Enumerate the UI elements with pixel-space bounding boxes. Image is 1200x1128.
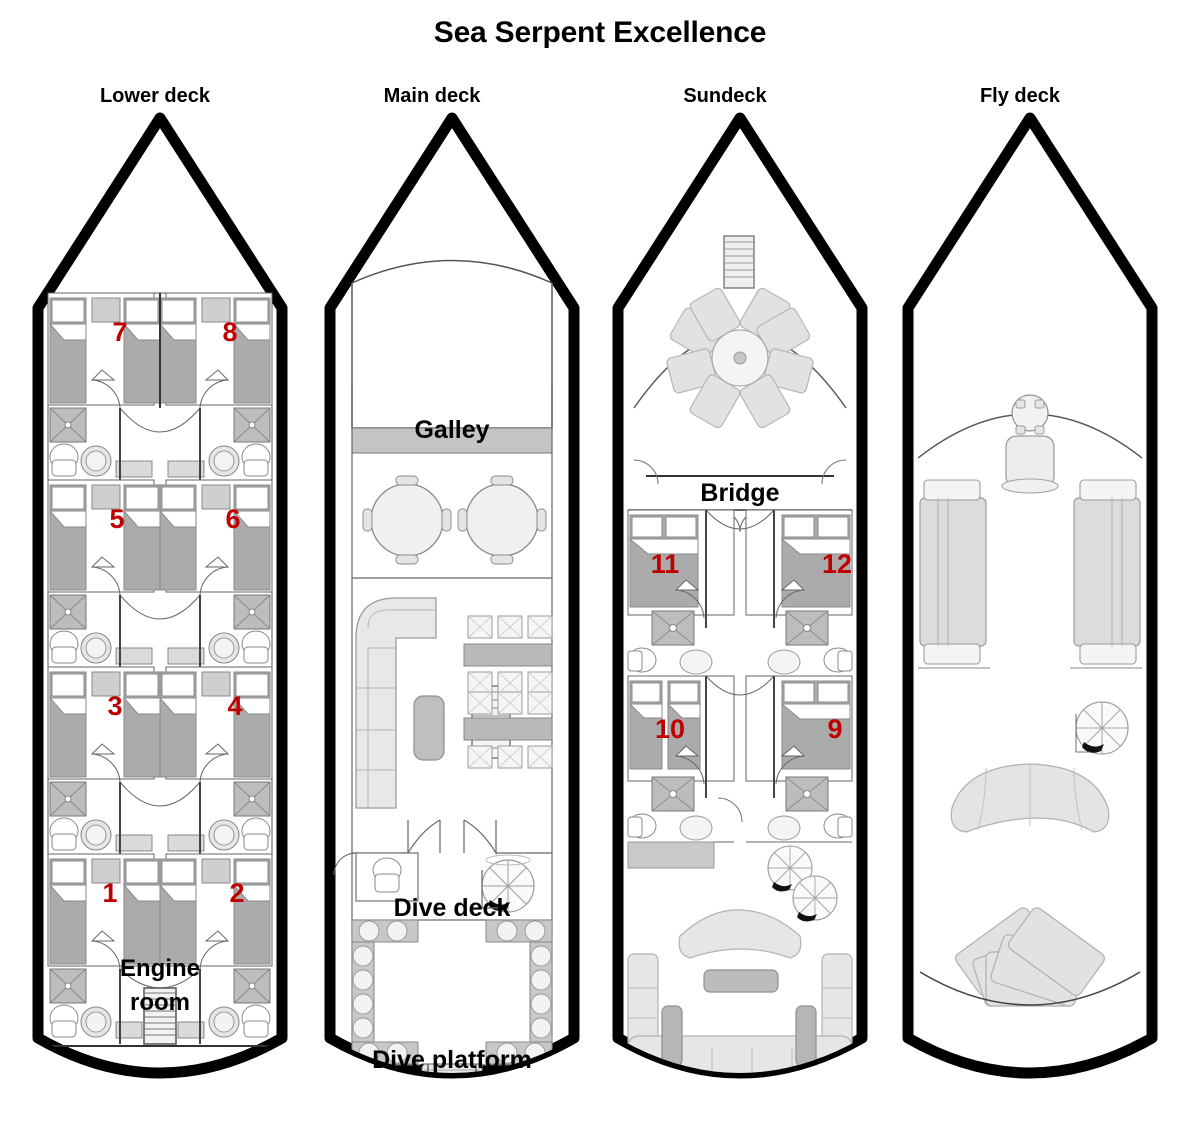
cabin-number-6: 6 xyxy=(225,504,240,534)
cabin-number-10: 10 xyxy=(655,714,685,744)
stairs-icon xyxy=(143,987,177,1045)
v-sofa[interactable] xyxy=(953,906,1106,1008)
sun-lounger-starboard[interactable] xyxy=(1070,479,1142,669)
cabin-2[interactable] xyxy=(158,853,273,970)
spiral-stair-icon[interactable] xyxy=(1075,701,1129,755)
cabin-number-8: 8 xyxy=(222,317,237,347)
dining-table-port[interactable] xyxy=(362,475,452,565)
bow-ladder-icon[interactable] xyxy=(723,235,755,289)
cabin-4[interactable] xyxy=(158,666,273,783)
aft-table-starboard xyxy=(795,1005,817,1067)
room-label-dive-deck: Dive deck xyxy=(394,894,511,922)
galley-room[interactable] xyxy=(351,259,553,454)
curved-bench[interactable] xyxy=(950,763,1110,833)
dive-deck-area[interactable] xyxy=(351,919,553,1104)
cabin-9[interactable] xyxy=(745,675,853,785)
dive-ladder xyxy=(421,1063,483,1073)
spiral-stair-icon-upper[interactable] xyxy=(767,845,813,892)
deck-label-main: Main deck xyxy=(383,85,481,107)
room-label-galley: Galley xyxy=(414,416,489,444)
cabin-10[interactable] xyxy=(627,675,735,785)
cabin-5[interactable] xyxy=(47,479,161,596)
sun-lounger-port[interactable] xyxy=(918,479,990,669)
deck-label-fly: Fly deck xyxy=(979,85,1061,107)
spiral-stair-icon-lower[interactable] xyxy=(792,875,838,922)
cabin-number-3: 3 xyxy=(107,691,122,721)
bathroom-row-d xyxy=(49,968,271,1045)
cabin-6[interactable] xyxy=(158,479,273,596)
page-title: Sea Serpent Excellence xyxy=(433,16,767,49)
cabin-1[interactable] xyxy=(47,853,161,970)
room-label-dive-platform: Dive platform xyxy=(372,1046,532,1074)
sundeck-plan: 11 12 xyxy=(600,108,880,1104)
cabin-number-7: 7 xyxy=(112,317,127,347)
bathroom-row-a xyxy=(49,407,271,483)
cabin-number-11: 11 xyxy=(651,549,680,579)
spiral-stair-icon[interactable] xyxy=(481,854,535,913)
helm-seat[interactable] xyxy=(1001,394,1059,494)
salon-sofa[interactable] xyxy=(355,597,437,809)
cabin-number-2: 2 xyxy=(229,878,244,908)
room-label-engine-room-line1: Engine xyxy=(120,955,200,982)
cabin-8[interactable] xyxy=(158,292,273,409)
room-label-engine-room-line2: room xyxy=(130,989,190,1016)
lower-deck-plan: 7 8 xyxy=(20,108,300,1104)
cabin-11[interactable] xyxy=(627,509,735,619)
lower-deck-interior: 7 8 xyxy=(47,292,273,1047)
fly-deck-plan xyxy=(890,108,1170,1104)
cabin-number-9: 9 xyxy=(827,714,842,744)
cabin-12[interactable] xyxy=(745,509,853,619)
cabin-number-12: 12 xyxy=(822,549,852,579)
cabin-3[interactable] xyxy=(47,666,161,783)
cabin-number-1: 1 xyxy=(102,878,117,908)
day-head[interactable] xyxy=(333,852,419,902)
galley-counter xyxy=(351,427,553,454)
camera-tables[interactable] xyxy=(463,615,553,769)
sundeck-interior: 11 12 xyxy=(627,235,853,1073)
cabin-number-4: 4 xyxy=(227,691,242,721)
sundeck-bathroom-row-a xyxy=(627,610,853,677)
deck-label-sun: Sundeck xyxy=(683,85,767,107)
room-label-bridge: Bridge xyxy=(700,479,779,507)
coffee-table xyxy=(413,695,445,761)
deck-label-lower: Lower deck xyxy=(99,85,211,107)
cabin-number-5: 5 xyxy=(109,504,124,534)
sundeck-bathroom-row-b xyxy=(627,776,853,869)
fly-deck-interior xyxy=(917,394,1143,1008)
aft-table-center xyxy=(703,969,779,993)
bow-circular-lounge[interactable] xyxy=(666,287,814,430)
main-deck-plan: Galley Dive deck Dive platform xyxy=(312,108,592,1104)
main-deck-interior xyxy=(333,259,553,1104)
hull-outline xyxy=(902,112,1158,1079)
bathroom-row-b xyxy=(49,594,271,670)
aft-table-port xyxy=(661,1005,683,1067)
bathroom-row-c xyxy=(49,781,271,857)
cabin-7[interactable] xyxy=(47,292,161,409)
dining-table-starboard[interactable] xyxy=(457,475,547,565)
